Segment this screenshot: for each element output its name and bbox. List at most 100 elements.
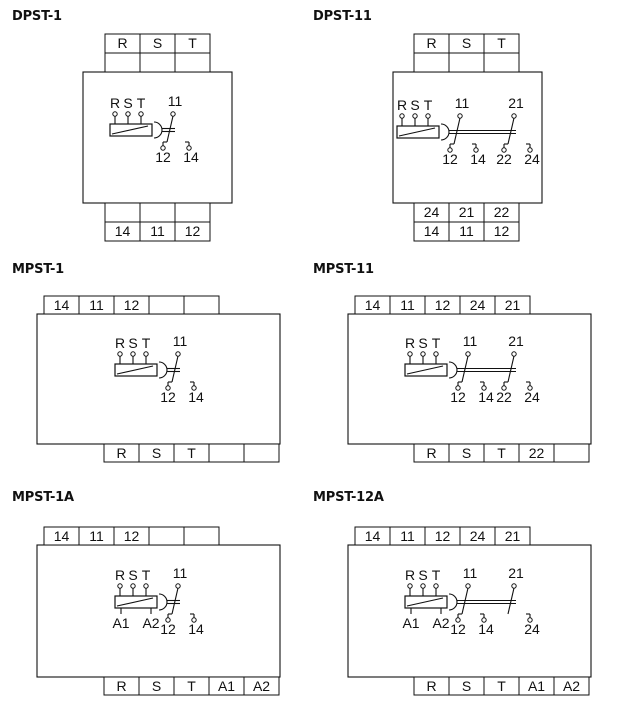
- terminal-label-12: 12: [185, 223, 201, 239]
- relay-body: [36, 544, 281, 678]
- terminal-dot: [527, 385, 533, 391]
- terminal-label-24: 24: [470, 297, 486, 313]
- terminal-dot: [481, 385, 487, 391]
- terminal-label-22: 22: [494, 204, 510, 220]
- terminal-label-21: 21: [459, 204, 475, 220]
- contact-label-24: 24: [524, 621, 540, 637]
- terminal-label-T: T: [497, 678, 506, 694]
- terminal-dot: [160, 145, 166, 151]
- terminal-dot: [501, 147, 507, 153]
- terminal-label-A1: A1: [528, 678, 545, 694]
- terminal-dot: [407, 583, 413, 589]
- terminal-label-11: 11: [150, 223, 165, 239]
- terminal-cell: [494, 526, 531, 546]
- terminal-dot: [465, 583, 471, 589]
- coil-arc: [448, 361, 458, 379]
- coil-end-label: A1: [112, 615, 129, 631]
- terminal-cell: [139, 52, 176, 73]
- terminal-label-11: 11: [400, 297, 415, 313]
- terminal-label-12: 12: [435, 297, 451, 313]
- terminal-label-14: 14: [54, 528, 70, 544]
- contact-label-14: 14: [188, 389, 204, 405]
- coil-arc: [158, 361, 168, 379]
- diagram-title: MPST-12A: [313, 490, 384, 505]
- terminal-dot: [425, 113, 431, 119]
- terminal-cell: [413, 52, 450, 73]
- terminal-label-24: 24: [470, 528, 486, 544]
- terminal-label-14: 14: [424, 223, 440, 239]
- contact-label-14: 14: [478, 389, 494, 405]
- terminal-dot: [399, 113, 405, 119]
- diagram-title: MPST-1A: [12, 490, 74, 505]
- coil-arc: [153, 121, 163, 139]
- terminal-dot: [455, 385, 461, 391]
- coil-label-R: R: [115, 335, 125, 351]
- terminal-dot: [117, 351, 123, 357]
- contact-label-11: 11: [463, 565, 478, 581]
- diagram-title: MPST-11: [313, 262, 374, 277]
- terminal-cell: [174, 221, 211, 242]
- terminal-dot: [433, 351, 439, 357]
- relay-body: [36, 313, 281, 445]
- contact-label-22: 22: [496, 389, 512, 405]
- coil-label-T: T: [424, 97, 433, 113]
- terminal-cell: [174, 202, 211, 223]
- coil-diagonal: [111, 125, 149, 135]
- terminal-dot: [511, 351, 517, 357]
- terminal-dot: [457, 113, 463, 119]
- terminal-label-R: R: [116, 678, 126, 694]
- terminal-label-T: T: [187, 445, 196, 461]
- terminal-dot: [511, 583, 517, 589]
- coil-diagonal: [398, 127, 436, 137]
- terminal-cell: [148, 295, 185, 315]
- terminal-cell: [553, 443, 590, 463]
- terminal-cell: [104, 202, 141, 223]
- diagram-title: DPST-11: [313, 9, 372, 24]
- coil-label-T: T: [432, 335, 441, 351]
- contact-label-12: 12: [160, 621, 176, 637]
- terminal-dot: [501, 385, 507, 391]
- terminal-dot: [191, 385, 197, 391]
- terminal-label-14: 14: [365, 297, 381, 313]
- terminal-label-11: 11: [459, 223, 474, 239]
- terminal-cell: [243, 676, 280, 696]
- contact-label-11: 11: [168, 93, 183, 109]
- terminal-label-14: 14: [54, 297, 70, 313]
- terminal-dot: [130, 351, 136, 357]
- coil-label-T: T: [432, 567, 441, 583]
- terminal-label-A2: A2: [253, 678, 270, 694]
- contact-blade: [461, 355, 469, 383]
- terminal-label-11: 11: [400, 528, 415, 544]
- terminal-dot: [186, 145, 192, 151]
- terminal-label-S: S: [462, 35, 471, 51]
- coil-diagonal: [406, 597, 444, 607]
- contact-label-21: 21: [508, 565, 524, 581]
- contact-label-21: 21: [508, 333, 524, 349]
- terminal-dot: [143, 351, 149, 357]
- contact-blade: [507, 117, 515, 145]
- terminal-cell: [139, 202, 176, 223]
- terminal-dot: [170, 111, 176, 117]
- coil-label-R: R: [405, 567, 415, 583]
- coil-label-S: S: [128, 567, 137, 583]
- terminal-label-R: R: [426, 35, 436, 51]
- terminal-label-A2: A2: [563, 678, 580, 694]
- contact-label-22: 22: [496, 151, 512, 167]
- terminal-label-R: R: [116, 445, 126, 461]
- terminal-dot: [527, 147, 533, 153]
- contact-label-12: 12: [450, 621, 466, 637]
- terminal-cell: [208, 443, 245, 463]
- terminal-dot: [175, 351, 181, 357]
- contact-label-24: 24: [524, 151, 540, 167]
- terminal-dot: [165, 617, 171, 623]
- contact-label-24: 24: [524, 389, 540, 405]
- terminal-label-24: 24: [424, 204, 440, 220]
- terminal-label-21: 21: [505, 297, 521, 313]
- coil-label-S: S: [418, 567, 427, 583]
- terminal-dot: [465, 351, 471, 357]
- terminal-label-T: T: [497, 35, 506, 51]
